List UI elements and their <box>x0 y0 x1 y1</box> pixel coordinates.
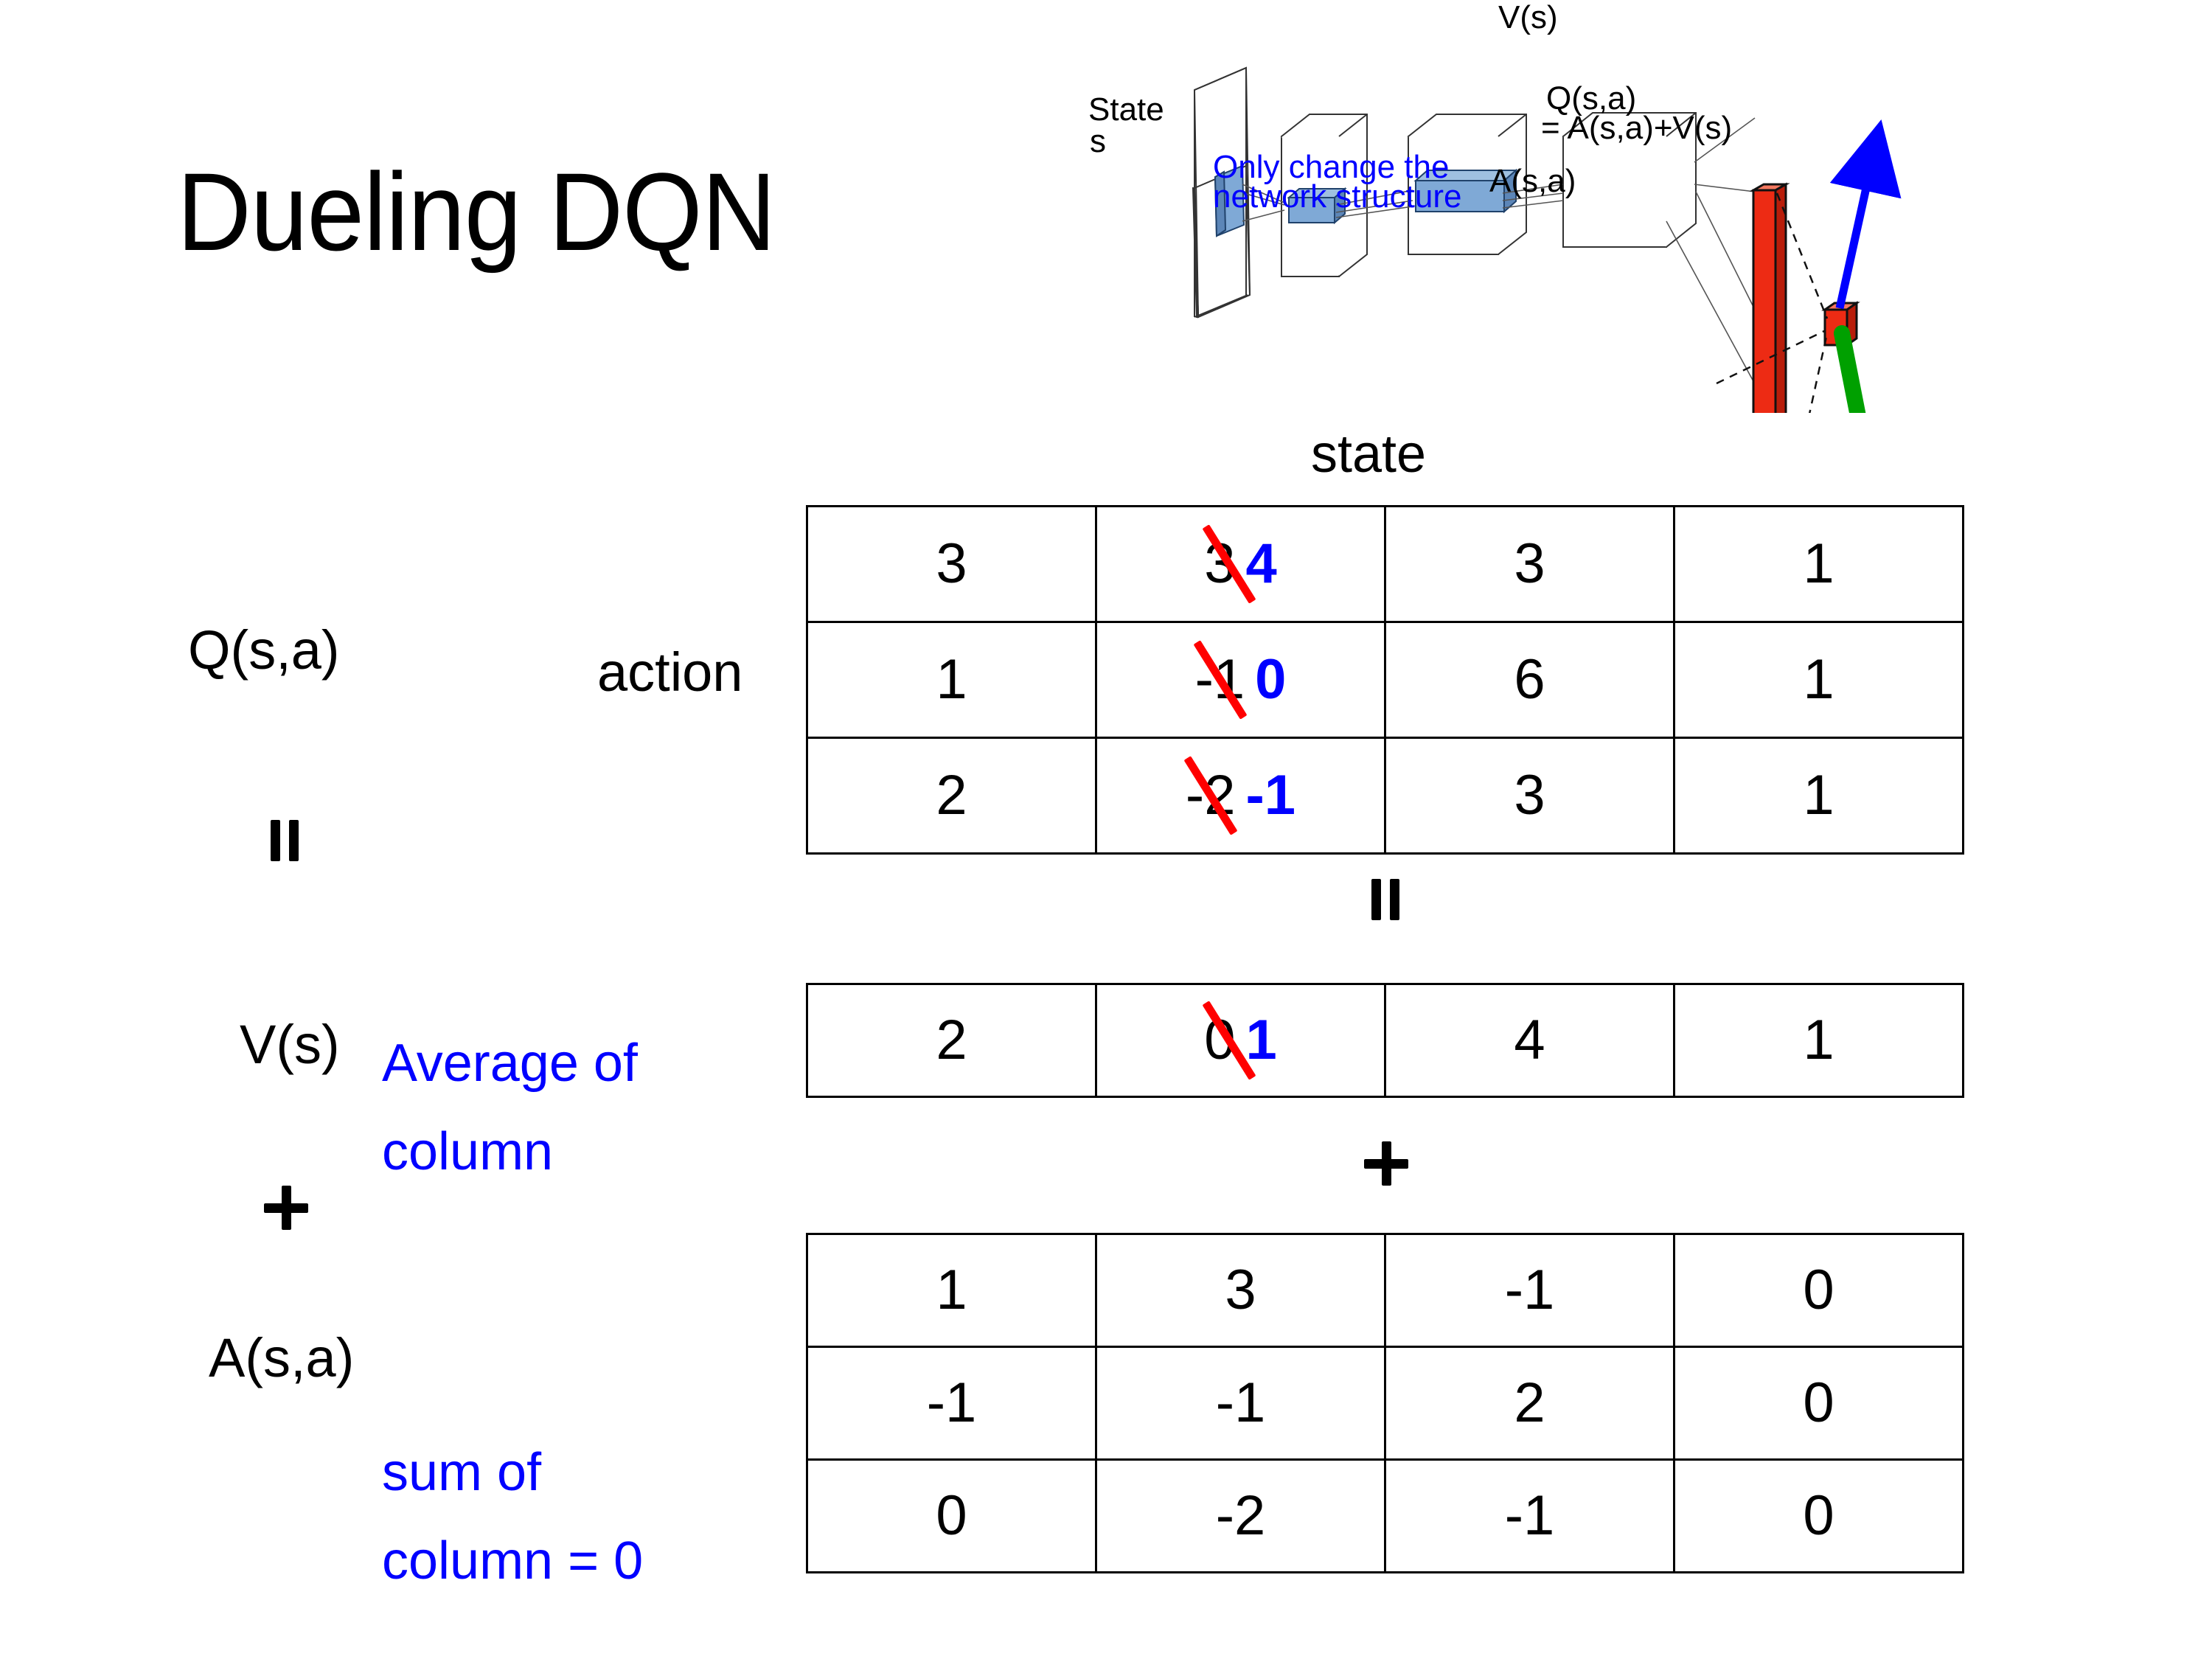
old-value: 3 <box>1204 532 1236 595</box>
old-value: 0 <box>1204 1009 1236 1071</box>
q-function-label: Q(s,a) <box>188 619 340 681</box>
edited-value: -1 0 <box>1193 640 1287 720</box>
a-cell-r2c0: 0 <box>806 1458 1097 1573</box>
a-cell-r0c1: 3 <box>1095 1233 1386 1348</box>
a-cell-r2c2: -1 <box>1384 1458 1675 1573</box>
value-stream-bar-group <box>1749 182 1790 413</box>
q-cell-r1c3: 1 <box>1673 621 1964 739</box>
q-cell-r1c0: 1 <box>806 621 1097 739</box>
average-of-column-note-line2: column <box>382 1122 554 1181</box>
action-axis-label: action <box>597 641 743 703</box>
q-merge-connector-icon <box>1834 325 1866 413</box>
new-value: 1 <box>1245 1009 1277 1071</box>
new-value: -1 <box>1245 764 1296 827</box>
edited-value: -2 -1 <box>1183 756 1296 835</box>
q-cell-r0c1: 3 4 <box>1095 505 1386 623</box>
v-cell-c2: 4 <box>1384 983 1675 1098</box>
connection-lines <box>1242 117 1759 392</box>
q-table: 3 3 4 3 1 1 -1 0 6 1 <box>806 505 1964 855</box>
equals-sign-tables <box>1366 879 1408 920</box>
q-cell-r2c3: 1 <box>1673 737 1964 855</box>
q-cell-r2c2: 3 <box>1384 737 1675 855</box>
old-value: -2 <box>1185 764 1236 827</box>
q-cell-r0c3: 1 <box>1673 505 1964 623</box>
diagram-q-label-line1: Q(s,a) <box>1546 80 1637 116</box>
q-cell-r1c2: 6 <box>1384 621 1675 739</box>
diagram-note-line2: network structure <box>1213 178 1462 215</box>
v-function-label: V(s) <box>240 1014 340 1075</box>
a-cell-r0c2: -1 <box>1384 1233 1675 1348</box>
state-axis-label: state <box>1311 425 1427 484</box>
sum-of-column-note-line1: sum of <box>382 1443 542 1502</box>
v-cell-c3: 1 <box>1673 983 1964 1098</box>
v-cell-c0: 2 <box>806 983 1097 1098</box>
a-cell-r1c1: -1 <box>1095 1346 1386 1461</box>
conv-patch-2-icon <box>1413 168 1518 214</box>
diagram-state-sublabel: s <box>1090 123 1106 159</box>
table-row: 3 3 4 3 1 <box>806 505 1964 623</box>
table-row: 2 -2 -1 3 1 <box>806 737 1964 855</box>
plus-sign-tables <box>1364 1141 1408 1186</box>
page-title: Dueling DQN <box>177 150 776 274</box>
q-cell-r0c0: 3 <box>806 505 1097 623</box>
plus-sign-left <box>264 1186 308 1230</box>
conv-block-3-icon <box>1562 112 1697 248</box>
new-value: 4 <box>1245 532 1277 595</box>
old-value: -1 <box>1194 648 1245 711</box>
diagram-v-label: V(s) <box>1498 0 1558 35</box>
diagram-note-line1: Only change the <box>1213 149 1450 185</box>
v-cell-c1: 0 1 <box>1095 983 1386 1098</box>
a-cell-r2c1: -2 <box>1095 1458 1386 1573</box>
edited-value: 0 1 <box>1202 1001 1277 1080</box>
table-row: 2 0 1 4 1 <box>806 983 1964 1098</box>
a-cell-r2c3: 0 <box>1673 1458 1964 1573</box>
sum-of-column-note-line2: column = 0 <box>382 1531 644 1590</box>
a-table: 1 3 -1 0 -1 -1 2 0 0 -2 -1 0 <box>806 1233 1964 1573</box>
diagram-q-label-line2: = A(s,a)+V(s) <box>1541 110 1733 146</box>
dueling-network-diagram: State s Only change the network structur… <box>1088 0 2212 413</box>
q-cell-r2c0: 2 <box>806 737 1097 855</box>
q-cell-r1c1: -1 0 <box>1095 621 1386 739</box>
diagram-a-label: A(s,a) <box>1489 163 1576 199</box>
table-row: 1 -1 0 6 1 <box>806 621 1964 739</box>
diagram-state-label: State <box>1088 91 1164 128</box>
equals-sign-left <box>265 820 307 861</box>
q-cell-r2c1: -2 -1 <box>1095 737 1386 855</box>
a-function-label: A(s,a) <box>209 1327 355 1388</box>
q-cell-r0c2: 3 <box>1384 505 1675 623</box>
table-row: -1 -1 2 0 <box>806 1346 1964 1461</box>
a-cell-r1c2: 2 <box>1384 1346 1675 1461</box>
a-cell-r0c0: 1 <box>806 1233 1097 1348</box>
a-cell-r1c0: -1 <box>806 1346 1097 1461</box>
a-cell-r0c3: 0 <box>1673 1233 1964 1348</box>
table-row: 1 3 -1 0 <box>806 1233 1964 1348</box>
table-row: 0 -2 -1 0 <box>806 1458 1964 1573</box>
average-of-column-note-line1: Average of <box>382 1034 638 1093</box>
conv-patch-1-icon <box>1287 187 1347 225</box>
value-stream-dashed-links <box>1716 192 1829 413</box>
a-cell-r1c3: 0 <box>1673 1346 1964 1461</box>
v-output-arrow-icon <box>1829 119 1902 310</box>
v-table: 2 0 1 4 1 <box>806 983 1964 1098</box>
new-value: 0 <box>1255 648 1287 711</box>
input-receptive-field-icon <box>1214 164 1245 237</box>
network-diagram-svg <box>1192 66 1902 413</box>
edited-value: 3 4 <box>1202 524 1277 604</box>
